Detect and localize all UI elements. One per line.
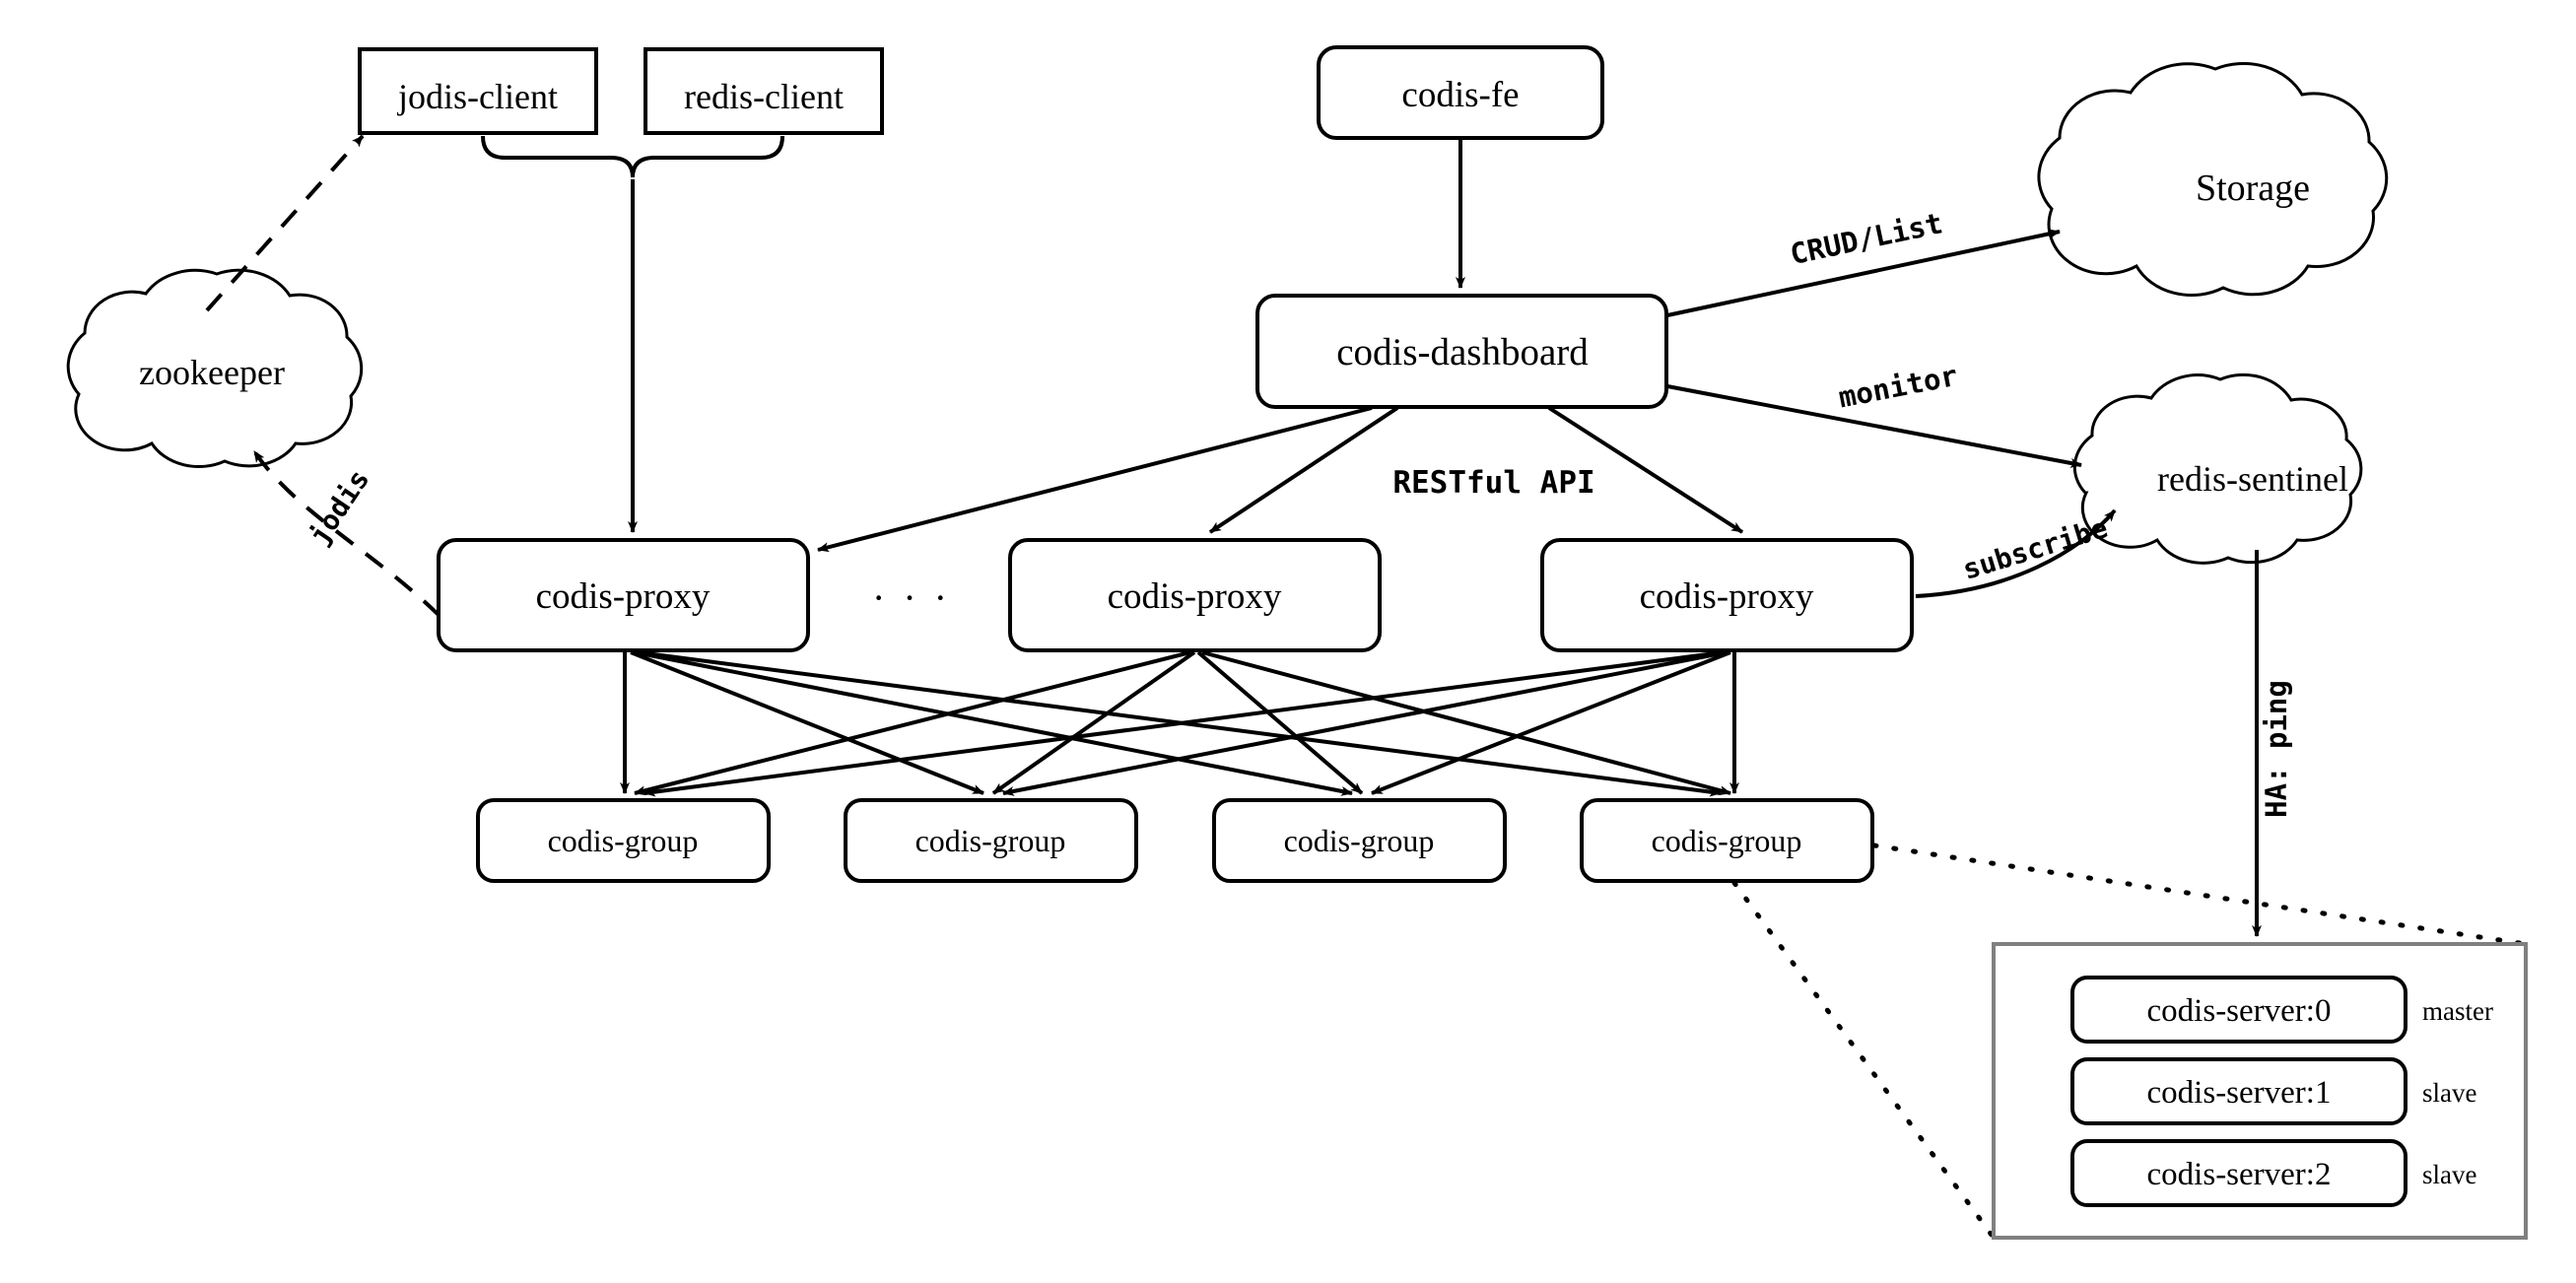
edge-proxy-to-zookeeper: [252, 449, 441, 618]
edge-label-ha-ping: HA: ping: [2260, 680, 2293, 818]
edge-dashboard-to-proxy-1: [817, 406, 1373, 553]
node-codis-server-0[interactable]: codis-server:0: [2070, 976, 2407, 1044]
node-redis-sentinel[interactable]: redis-sentinel: [2072, 372, 2363, 565]
node-label-codis-proxy-1: codis-proxy: [536, 576, 711, 617]
edge-proxy3-group1: [644, 650, 1724, 797]
proxy-ellipsis: · · ·: [872, 575, 951, 620]
node-codis-group-1[interactable]: codis-group: [476, 798, 771, 883]
node-codis-server-2[interactable]: codis-server:2: [2070, 1139, 2407, 1207]
edge-zookeeper-to-jodis-client: [205, 134, 365, 312]
node-label-codis-server-0: codis-server:0: [2147, 993, 2332, 1029]
edge-group4-to-servers-top: [1871, 843, 2529, 947]
node-storage[interactable]: Storage: [2037, 62, 2389, 297]
node-codis-group-4[interactable]: codis-group: [1580, 798, 1874, 883]
node-label-codis-proxy-2: codis-proxy: [1108, 576, 1282, 617]
node-label-codis-server-2: codis-server:2: [2147, 1157, 2332, 1192]
edge-dashboard-to-sentinel: [1666, 384, 2082, 468]
edge-proxy-to-sentinel: [1915, 508, 2117, 598]
edge-dashboard-to-proxy-3: [1547, 406, 1744, 534]
edge-label-jodis: jodis: [303, 464, 375, 551]
edge-proxy3-group3: [1371, 650, 1731, 795]
edge-proxy2-group4: [1201, 650, 1731, 795]
node-codis-proxy-1[interactable]: codis-proxy: [437, 538, 810, 652]
node-label-jodis-client: jodis-client: [396, 77, 558, 116]
edge-label-monitor: monitor: [1836, 359, 1960, 415]
node-label-codis-server-1: codis-server:1: [2147, 1075, 2332, 1111]
role-label-slave-2: slave: [2422, 1160, 2476, 1189]
edge-dashboard-to-proxy-2: [1208, 406, 1399, 534]
edge-label-restful-api: RESTful API: [1392, 465, 1594, 501]
edge-dashboard-to-storage: [1666, 229, 2061, 317]
node-label-redis-client: redis-client: [684, 77, 844, 116]
edge-proxy3-group2: [1002, 650, 1728, 796]
node-label-codis-proxy-3: codis-proxy: [1640, 576, 1814, 617]
edge-proxy1-group2: [630, 650, 984, 795]
node-label-codis-group-3: codis-group: [1284, 823, 1435, 858]
edge-proxy2-group2: [991, 650, 1196, 795]
node-label-codis-group-2: codis-group: [915, 823, 1066, 858]
node-codis-proxy-2[interactable]: codis-proxy: [1008, 538, 1382, 652]
node-codis-dashboard[interactable]: codis-dashboard: [1255, 294, 1668, 409]
edge-group4-to-servers-bottom: [1731, 880, 1997, 1241]
role-label-master: master: [2422, 996, 2493, 1026]
role-label-slave-1: slave: [2422, 1078, 2476, 1108]
clients-brace: [481, 135, 784, 178]
edge-label-subscribe: subscribe: [1959, 511, 2112, 586]
node-codis-group-2[interactable]: codis-group: [844, 798, 1138, 883]
node-codis-proxy-3[interactable]: codis-proxy: [1540, 538, 1914, 652]
node-codis-fe[interactable]: codis-fe: [1317, 45, 1604, 140]
edge-proxy2-group1: [634, 650, 1191, 796]
node-jodis-client[interactable]: jodis-client: [358, 47, 598, 135]
node-label-codis-group-1: codis-group: [548, 823, 699, 858]
node-label-storage: Storage: [2196, 168, 2310, 209]
node-label-zookeeper: zookeeper: [139, 353, 285, 392]
node-zookeeper[interactable]: zookeeper: [66, 268, 364, 469]
edge-proxy1-group3: [634, 650, 1353, 796]
node-label-codis-dashboard: codis-dashboard: [1336, 331, 1589, 373]
node-codis-server-1[interactable]: codis-server:1: [2070, 1057, 2407, 1125]
node-label-codis-fe: codis-fe: [1401, 75, 1519, 115]
node-label-redis-sentinel: redis-sentinel: [2157, 459, 2348, 499]
edge-proxy2-group3: [1196, 650, 1364, 795]
node-redis-client[interactable]: redis-client: [644, 47, 884, 135]
node-label-codis-group-4: codis-group: [1652, 823, 1802, 858]
node-codis-group-3[interactable]: codis-group: [1212, 798, 1507, 883]
